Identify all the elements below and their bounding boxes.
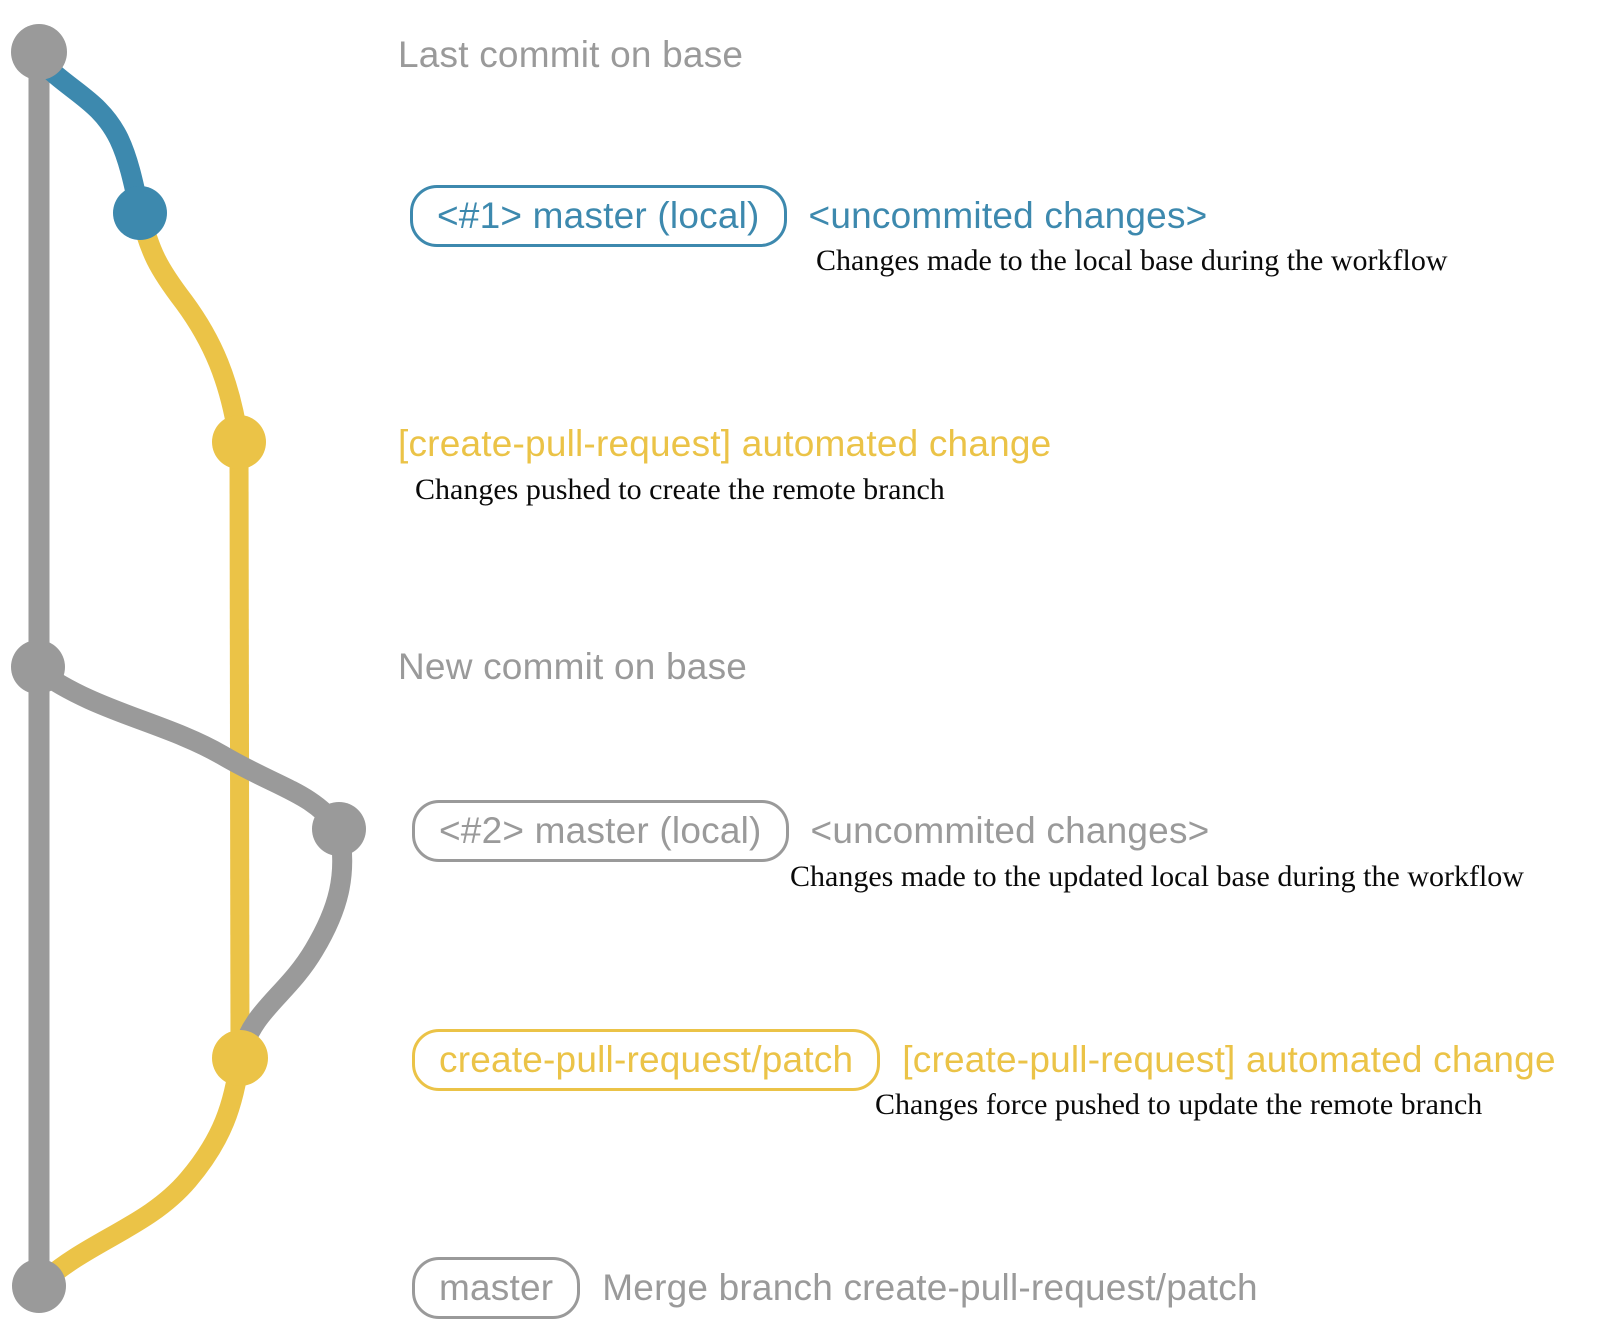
commit-node-last-base	[11, 24, 67, 80]
uncommitted-1-curve	[32, 53, 150, 216]
commit-1-message: <uncommited changes>	[808, 195, 1208, 236]
last-commit-label: Last commit on base	[398, 34, 744, 75]
patch-branch-line	[229, 441, 250, 1059]
branch-badge-master: master	[412, 1257, 581, 1319]
commit-2-note: Changes made to the updated local base d…	[790, 860, 1524, 893]
commit-node-local-2	[312, 802, 366, 856]
branch-badge-patch: create-pull-request/patch	[412, 1029, 881, 1091]
merge-message: Merge branch create-pull-request/patch	[602, 1267, 1258, 1308]
branch-badge-master-local-1: <#1> master (local)	[410, 185, 787, 247]
push-2-note: Changes force pushed to update the remot…	[875, 1088, 1483, 1121]
push-2-message: [create-pull-request] automated change	[902, 1039, 1556, 1080]
annotation-merge: master Merge branch create-pull-request/…	[412, 1257, 1258, 1319]
annotation-commit-1: <#1> master (local) <uncommited changes>	[410, 185, 1207, 247]
commit-node-patch-2	[212, 1030, 268, 1086]
push-1-message: [create-pull-request] automated change	[398, 423, 1052, 464]
commit-2-message: <uncommited changes>	[810, 810, 1210, 851]
commit-1-note: Changes made to the local base during th…	[816, 244, 1448, 277]
commit-node-new-base	[11, 640, 65, 694]
annotation-commit-2: <#2> master (local) <uncommited changes>	[412, 800, 1209, 862]
commit-node-merge	[12, 1259, 66, 1313]
annotation-new-commit: New commit on base	[398, 646, 747, 688]
base-update-curve	[32, 661, 348, 836]
annotation-push-2: create-pull-request/patch [create-pull-r…	[412, 1029, 1556, 1091]
patch-merge-curve	[35, 1056, 250, 1291]
push-1-note: Changes pushed to create the remote bran…	[415, 473, 945, 506]
annotation-push-1: [create-pull-request] automated change	[398, 423, 1051, 465]
uncommitted-2-curve	[232, 827, 353, 1055]
commit-node-patch-1	[212, 415, 266, 469]
branch-badge-master-local-2: <#2> master (local)	[412, 800, 789, 862]
commit-node-local-1	[113, 186, 167, 240]
annotation-last-commit: Last commit on base	[398, 34, 743, 76]
new-commit-label: New commit on base	[398, 646, 748, 687]
patch-create-curve	[130, 210, 249, 444]
